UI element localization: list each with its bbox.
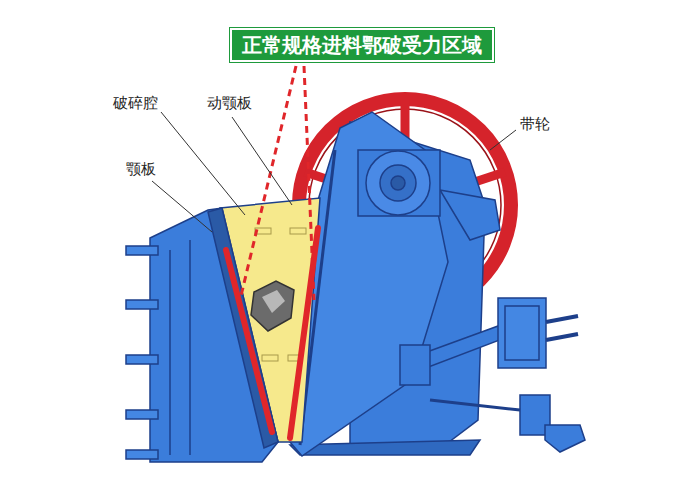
leader-line bbox=[152, 112, 516, 232]
swing-jaw bbox=[358, 150, 440, 216]
feed-stone bbox=[262, 290, 285, 313]
fixed-frame bbox=[126, 208, 278, 462]
fixed-frame bbox=[126, 410, 158, 419]
fixed-frame bbox=[126, 300, 158, 309]
toggle-mechanism bbox=[546, 334, 578, 340]
swing-jaw bbox=[391, 176, 405, 190]
fixed-frame bbox=[126, 246, 158, 255]
toggle-mechanism bbox=[400, 298, 585, 452]
fixed-frame bbox=[150, 208, 278, 462]
toggle-mechanism bbox=[545, 425, 585, 452]
part-label: 颚板 bbox=[126, 160, 156, 178]
jaw-plate-line bbox=[226, 228, 318, 438]
toggle-mechanism bbox=[505, 306, 539, 360]
fixed-frame bbox=[169, 250, 171, 455]
jaw-plate-line bbox=[290, 228, 318, 438]
crushing-chamber bbox=[290, 228, 306, 234]
leader-line bbox=[232, 117, 292, 205]
leader-line bbox=[490, 130, 516, 150]
toggle-mechanism bbox=[430, 400, 520, 410]
swing-jaw bbox=[366, 151, 430, 215]
banner-text: 正常规格进料鄂破受力区域 bbox=[242, 33, 482, 57]
jaw-plate-line bbox=[226, 250, 272, 432]
leader-line bbox=[152, 181, 212, 232]
banner-box: 正常规格进料鄂破受力区域 bbox=[230, 28, 494, 62]
feed-stone bbox=[251, 281, 294, 331]
toggle-mechanism bbox=[498, 298, 546, 368]
part-label: 动颚板 bbox=[207, 94, 252, 112]
crushing-chamber bbox=[262, 355, 278, 361]
swing-jaw bbox=[380, 165, 416, 201]
toggle-mechanism bbox=[400, 345, 430, 385]
toggle-mechanism bbox=[546, 316, 578, 322]
fixed-frame bbox=[126, 355, 158, 364]
feed-stone bbox=[251, 281, 294, 331]
force-zone-dashes bbox=[304, 66, 314, 300]
frame-housing bbox=[440, 190, 500, 240]
part-label: 带轮 bbox=[520, 115, 550, 133]
fixed-frame bbox=[126, 450, 158, 459]
fixed-frame bbox=[189, 240, 191, 455]
part-label: 破碎腔 bbox=[113, 94, 158, 112]
